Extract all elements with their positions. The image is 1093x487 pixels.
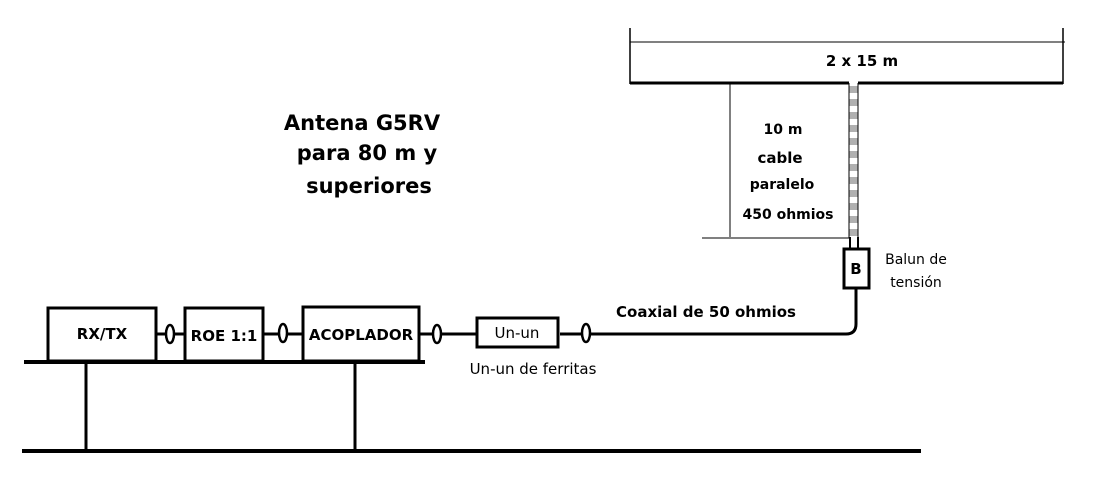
rxtx-box <box>46 306 158 363</box>
balun-label-1: Balun de <box>885 252 947 268</box>
feeder-type-2: paralelo <box>750 177 815 193</box>
balun <box>842 237 871 290</box>
coax-cable <box>560 288 858 336</box>
coax-label: Coaxial de 50 ohmios <box>616 303 796 321</box>
connector-icon <box>431 323 443 345</box>
feeder-impedance: 450 ohmios <box>742 207 833 223</box>
connectors <box>164 322 592 345</box>
rxtx-label: RX/TX <box>77 325 128 343</box>
dipole-antenna <box>629 28 1065 85</box>
balun-label-2: tensión <box>890 275 942 291</box>
ladder-line <box>848 83 859 238</box>
feeder-dimension <box>702 83 849 239</box>
title-line-1: Antena G5RV <box>284 111 441 135</box>
dipole-length-label: 2 x 15 m <box>826 52 898 70</box>
swr-meter-box <box>183 306 265 363</box>
ground-bus <box>22 360 921 453</box>
title-line-3: superiores <box>306 174 432 198</box>
balun-box-label: B <box>850 260 861 278</box>
connector-icon <box>277 322 289 344</box>
diagram-title: Antena G5RV para 80 m y superiores <box>284 111 441 198</box>
connector-icon <box>580 322 592 344</box>
connector-icon <box>164 323 176 345</box>
unun-box <box>475 316 560 349</box>
unun-box-label: Un-un <box>495 324 540 342</box>
tuner-label: ACOPLADOR <box>309 326 414 344</box>
feeder-type-1: cable <box>757 149 802 167</box>
feeder-length: 10 m <box>764 122 803 138</box>
swr-label: ROE 1:1 <box>191 327 258 345</box>
tuner-box <box>301 305 421 363</box>
unun-caption: Un-un de ferritas <box>470 360 597 378</box>
title-line-2: para 80 m y <box>297 141 438 165</box>
